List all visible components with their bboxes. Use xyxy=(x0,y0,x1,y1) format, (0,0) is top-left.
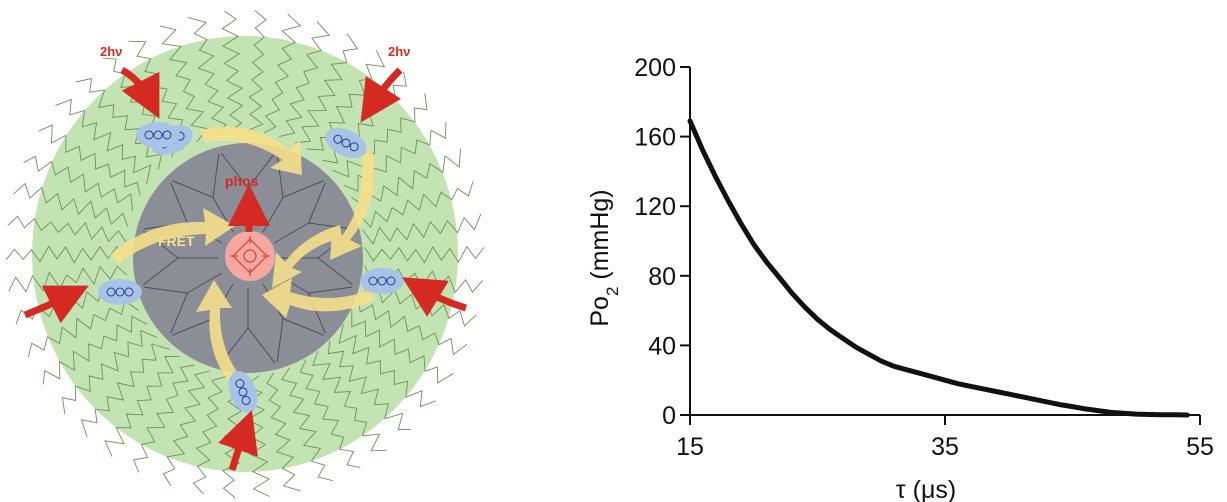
peg-chain xyxy=(80,343,170,438)
dendrimer-branch xyxy=(276,318,284,363)
peg-chain xyxy=(312,350,387,452)
excitation-arrow xyxy=(401,277,468,317)
peg-chain xyxy=(104,355,180,457)
y-axis-title-unit: (mmHg) xyxy=(586,189,614,286)
peg-chain xyxy=(351,148,461,208)
peg-chain xyxy=(263,13,302,134)
x-axis-title: τ (μs) xyxy=(896,476,956,502)
series-layer xyxy=(687,118,1190,418)
dendrimer-branch xyxy=(143,286,188,294)
y-axis-title: Po2 (mmHg) xyxy=(586,189,622,326)
peg-chain xyxy=(5,245,126,264)
dendrimer-branch xyxy=(170,182,188,224)
x-ticks: 15 35 55 xyxy=(676,415,1214,461)
excitation-arrow xyxy=(23,285,89,324)
peg-chain xyxy=(42,315,147,385)
excitation-label-right: 2hν xyxy=(388,44,410,59)
peg-chain xyxy=(294,33,359,144)
peg-chain xyxy=(192,374,230,495)
peg-chain xyxy=(266,372,301,492)
peg-chain xyxy=(159,25,209,143)
dendrimer-branch xyxy=(170,292,188,334)
peg-chain xyxy=(23,155,134,212)
excitation-arrow xyxy=(218,410,258,472)
peg-chain xyxy=(357,181,474,229)
dendrimer-branch xyxy=(262,197,284,233)
y-tick-label: 120 xyxy=(634,193,676,221)
y-tick-label: 40 xyxy=(648,332,676,360)
x-tick-label: 35 xyxy=(931,433,959,461)
peg-chain xyxy=(364,245,485,264)
po2-chart: 0 40 80 120 160 200 15 35 55 τ (μs) Po2 (mmHg) xyxy=(586,54,1214,502)
nanoprobe-diagram: 2hν 2hν phos FRET xyxy=(5,10,485,498)
y-axis-title-main: Po xyxy=(586,296,614,327)
dendrimer-branch xyxy=(212,153,220,198)
dendrimer-branch xyxy=(220,153,249,189)
dendrimer-branch xyxy=(172,180,214,198)
peg-chain xyxy=(38,124,141,196)
peg-chain xyxy=(299,359,361,469)
antenna-chromophore xyxy=(136,122,180,148)
peg-chain xyxy=(327,340,412,430)
antenna-chromophore xyxy=(228,370,258,414)
dendrimer-branch xyxy=(247,327,276,363)
peg-chain xyxy=(338,323,436,408)
porphyrin-core xyxy=(225,231,275,281)
fret-label: FRET xyxy=(158,233,195,249)
dendrimer-branch xyxy=(317,257,353,286)
peg-chain xyxy=(12,182,129,228)
y-axis-title-sub: 2 xyxy=(603,287,622,296)
peg-chain xyxy=(351,309,454,384)
peg-chain xyxy=(362,213,482,246)
antenna-chromophores xyxy=(98,122,404,414)
series-line xyxy=(687,118,1190,418)
peg-chain xyxy=(281,367,334,482)
peg-chain xyxy=(332,93,428,178)
phos-label: phos xyxy=(225,173,259,189)
peg-chain xyxy=(55,98,152,184)
excitation-arrow xyxy=(360,67,403,123)
y-ticks: 0 40 80 120 160 200 xyxy=(634,54,690,430)
x-tick-label: 55 xyxy=(1186,433,1214,461)
peg-chain xyxy=(278,21,331,138)
dendrimer-branch xyxy=(143,257,179,286)
x-tick-label: 15 xyxy=(676,433,704,461)
peg-chain xyxy=(8,265,128,293)
antenna-chromophore xyxy=(98,279,142,305)
dendrimer-branch xyxy=(247,153,276,189)
dendrimer-branch xyxy=(282,318,324,336)
dendrimer-branch xyxy=(273,222,309,244)
dendrimer-branch xyxy=(308,182,326,224)
dendrimer-branch xyxy=(308,222,353,230)
peg-chain xyxy=(357,294,468,356)
peg-chain xyxy=(187,16,227,136)
dendrimer-branch xyxy=(308,286,353,294)
excitation-arrows xyxy=(23,66,468,472)
dendrimer-branch xyxy=(276,153,284,198)
antenna-chromophore xyxy=(360,268,404,294)
excitation-label-left: 2hν xyxy=(100,44,122,59)
fret-arrows xyxy=(110,126,375,395)
antenna-chromophore xyxy=(325,127,367,159)
peg-chain xyxy=(133,364,195,473)
porphyrin-icon xyxy=(230,236,270,276)
dendrimer-branch xyxy=(187,272,223,294)
y-tick-label: 0 xyxy=(662,402,676,430)
excitation-arrow xyxy=(120,66,160,119)
peg-chain xyxy=(162,370,210,487)
peg-chain xyxy=(245,10,267,133)
y-tick-label: 200 xyxy=(634,54,676,82)
dendrimer-branch xyxy=(172,318,214,336)
peg-chain xyxy=(7,215,126,243)
y-tick-label: 80 xyxy=(648,263,676,291)
peg-chain xyxy=(61,329,158,415)
dendrimer-branch xyxy=(282,180,324,198)
y-tick-label: 160 xyxy=(634,124,676,152)
peg-chain xyxy=(221,10,244,134)
